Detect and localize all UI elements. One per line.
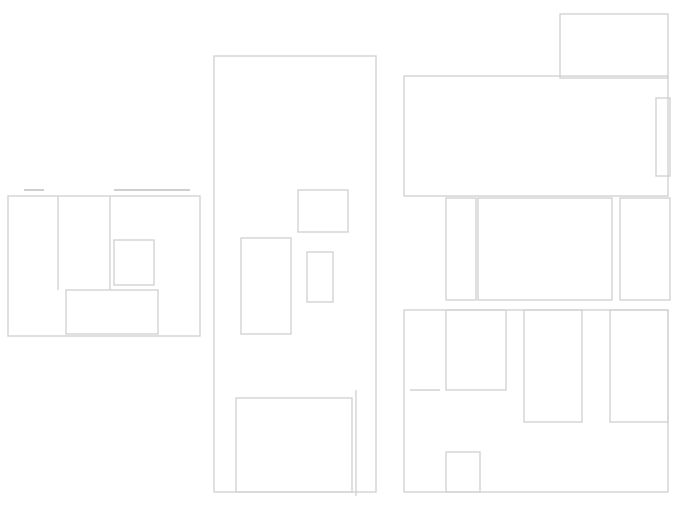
room (655, 97, 671, 177)
room (65, 289, 159, 335)
room (235, 397, 353, 493)
room (477, 197, 613, 301)
room (240, 237, 292, 335)
room (559, 13, 669, 79)
room (403, 75, 669, 197)
room (7, 195, 201, 337)
right-wing (403, 13, 671, 493)
room (297, 189, 349, 233)
room (445, 309, 507, 391)
room (403, 309, 669, 493)
central-block (213, 55, 377, 496)
room (619, 197, 671, 301)
room (306, 251, 334, 303)
room (523, 309, 583, 423)
room (445, 197, 477, 301)
room (445, 451, 481, 493)
room (113, 239, 155, 286)
left-wing (7, 189, 201, 337)
room (609, 309, 669, 423)
